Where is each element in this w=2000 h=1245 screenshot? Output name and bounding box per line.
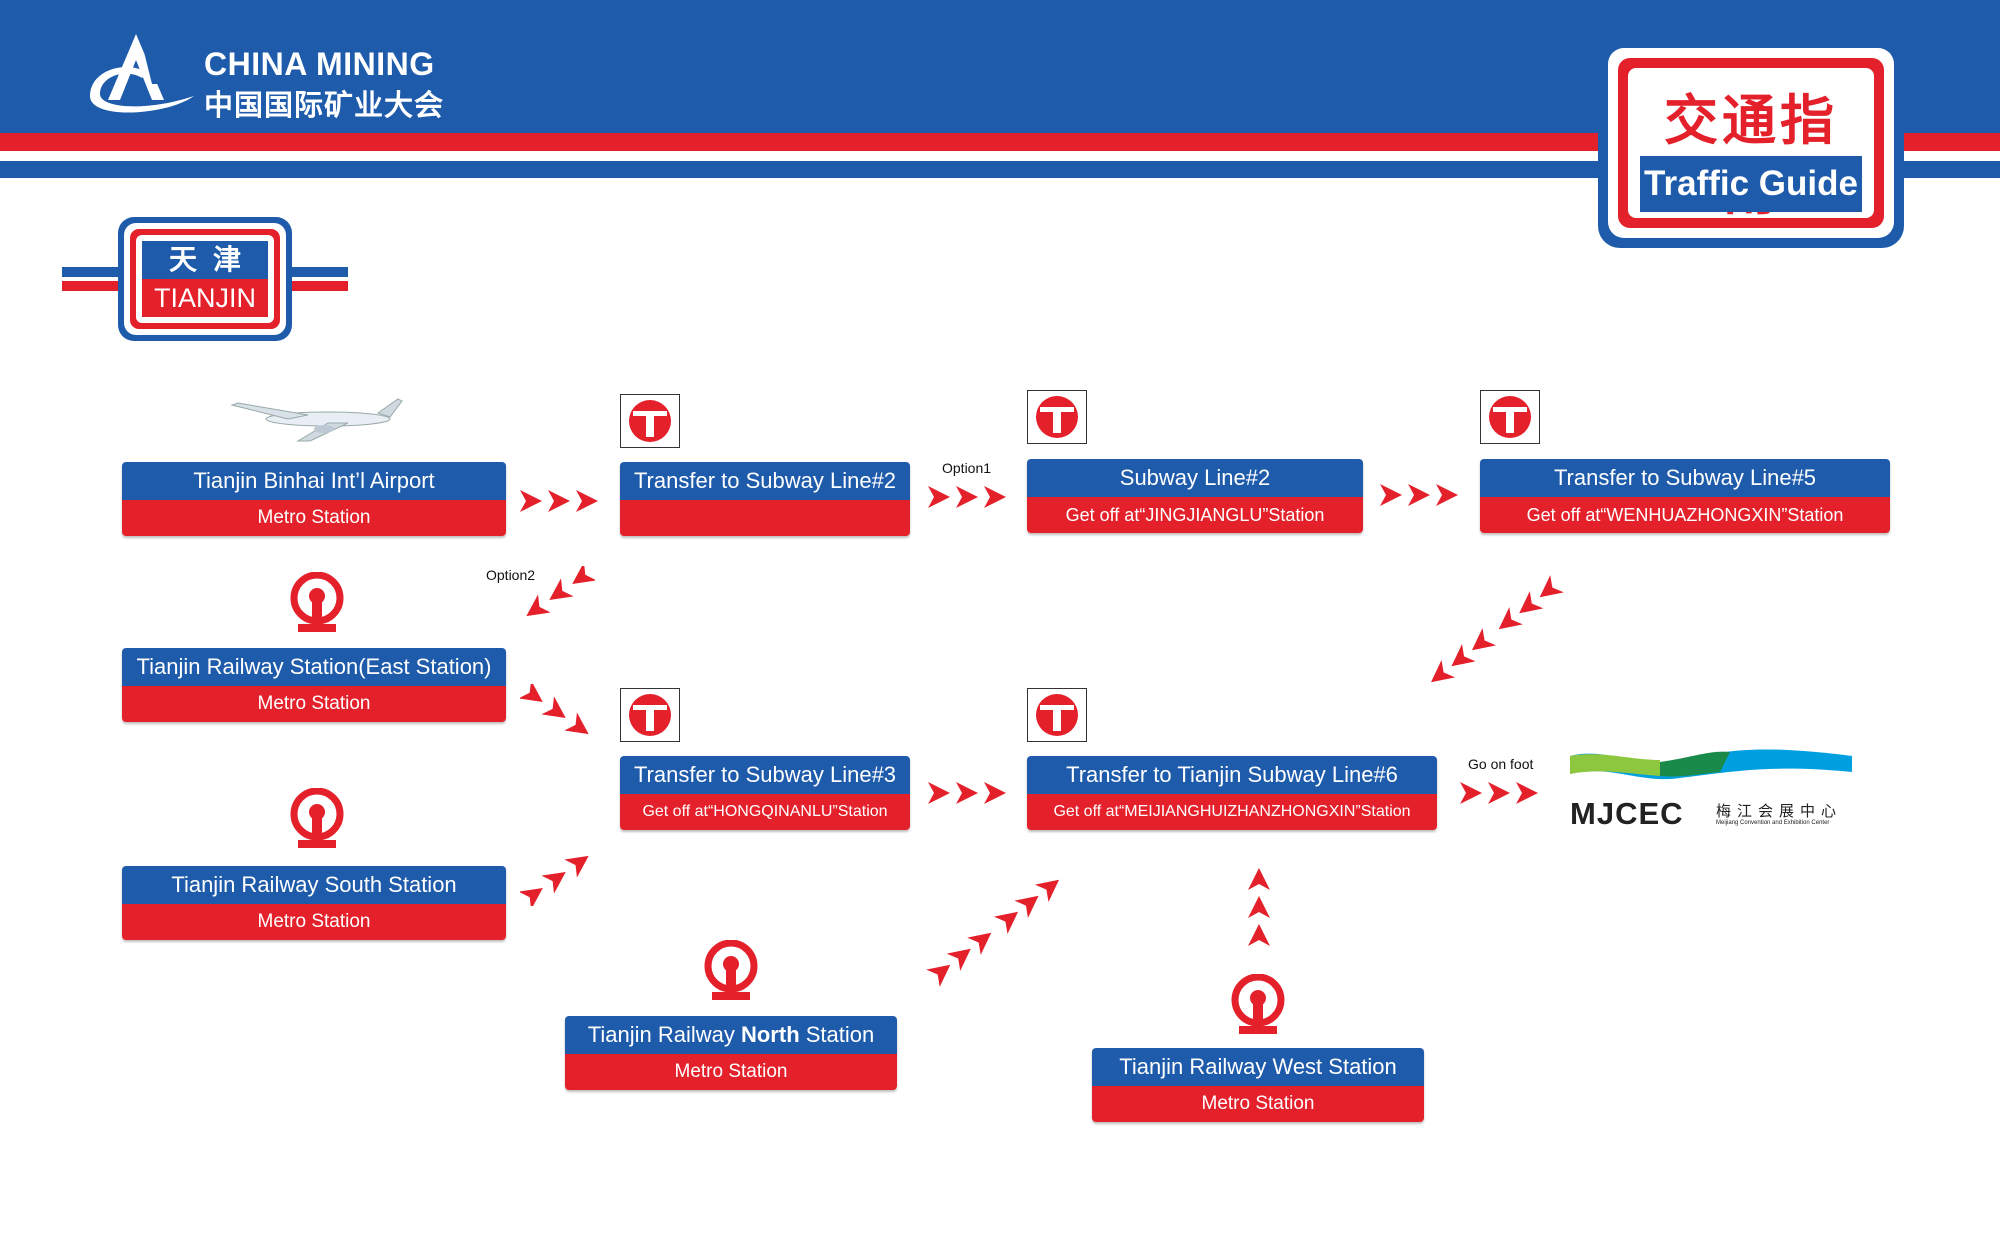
china-mining-logo: CHINA MINING 中国国际矿业大会 — [86, 30, 466, 120]
line2-ride-sub: Get off at“JINGJIANGLU”Station — [1027, 497, 1363, 533]
mjcec-wave-icon — [1570, 742, 1852, 790]
mjcec-name-en: Meijiang Convention and Exhibition Cente… — [1716, 820, 1829, 826]
line3-transfer-box: Transfer to Subway Line#3 Get off at“HON… — [620, 756, 910, 830]
brand-name-en: CHINA MINING — [204, 46, 435, 83]
metro-icon — [620, 394, 680, 448]
chevron-arrow-icon — [928, 482, 1014, 512]
metro-icon — [1027, 390, 1087, 444]
mountain-logo-icon — [86, 30, 201, 120]
west-station-title: Tianjin Railway West Station — [1092, 1048, 1424, 1086]
chevron-arrow-icon — [1244, 860, 1274, 946]
city-name-en: TIANJIN — [142, 279, 268, 317]
railway-icon — [288, 572, 346, 636]
railway-icon — [1229, 974, 1287, 1038]
airport-station-sub: Metro Station — [122, 500, 506, 536]
line6-transfer-title: Transfer to Tianjin Subway Line#6 — [1027, 756, 1437, 794]
west-station-box: Tianjin Railway West Station Metro Stati… — [1092, 1048, 1424, 1122]
chevron-arrow-icon — [1414, 574, 1574, 692]
line5-transfer-box: Transfer to Subway Line#5 Get off at“WEN… — [1480, 459, 1890, 533]
line3-transfer-title: Transfer to Subway Line#3 — [620, 756, 910, 794]
line6-transfer-sub: Get off at“MEIJIANGHUIZHANZHONGXIN”Stati… — [1027, 794, 1437, 830]
traffic-guide-title-en: Traffic Guide — [1640, 156, 1862, 212]
mjcec-letters: MJCEC — [1570, 796, 1684, 832]
line5-transfer-title: Transfer to Subway Line#5 — [1480, 459, 1890, 497]
line2-ride-title: Subway Line#2 — [1027, 459, 1363, 497]
north-station-sub: Metro Station — [565, 1054, 897, 1090]
railway-icon — [288, 788, 346, 852]
west-station-sub: Metro Station — [1092, 1086, 1424, 1122]
traffic-guide-title-cn: 交通指南 — [1640, 86, 1862, 156]
chevron-arrow-icon — [520, 846, 600, 906]
line2-transfer-sub — [620, 500, 910, 536]
airplane-icon — [228, 395, 408, 445]
mjcec-name-cn: 梅江会展中心 — [1716, 800, 1842, 821]
north-station-title: Tianjin Railway North Station — [565, 1016, 897, 1054]
chevron-arrow-icon — [1380, 480, 1466, 510]
metro-icon — [1027, 688, 1087, 742]
east-station-box: Tianjin Railway Station(East Station) Me… — [122, 648, 506, 722]
chevron-arrow-icon — [520, 684, 600, 744]
east-station-sub: Metro Station — [122, 686, 506, 722]
airport-station-box: Tianjin Binhai Int’l Airport Metro Stati… — [122, 462, 506, 536]
line2-transfer-title: Transfer to Subway Line#2 — [620, 462, 910, 500]
traffic-guide-badge: 交通指南 Traffic Guide — [1598, 38, 1904, 248]
east-station-title: Tianjin Railway Station(East Station) — [122, 648, 506, 686]
option1-label: Option1 — [942, 460, 991, 476]
north-station-box: Tianjin Railway North Station Metro Stat… — [565, 1016, 897, 1090]
chevron-arrow-icon — [928, 778, 1014, 808]
airport-station-title: Tianjin Binhai Int’l Airport — [122, 462, 506, 500]
chevron-arrow-icon — [914, 866, 1078, 992]
tianjin-badge: 天津 TIANJIN — [62, 217, 348, 341]
line5-transfer-sub: Get off at“WENHUAZHONGXIN”Station — [1480, 497, 1890, 533]
line2-transfer-box: Transfer to Subway Line#2 — [620, 462, 910, 536]
chevron-arrow-icon — [1460, 778, 1546, 808]
brand-name-cn: 中国国际矿业大会 — [204, 82, 444, 124]
mjcec-logo: MJCEC 梅江会展中心 Meijiang Convention and Exh… — [1570, 742, 1852, 832]
line3-transfer-sub: Get off at“HONGQINANLU”Station — [620, 794, 910, 830]
metro-icon — [620, 688, 680, 742]
metro-icon — [1480, 390, 1540, 444]
railway-icon — [702, 940, 760, 1004]
line2-ride-box: Subway Line#2 Get off at“JINGJIANGLU”Sta… — [1027, 459, 1363, 533]
line6-transfer-box: Transfer to Tianjin Subway Line#6 Get of… — [1027, 756, 1437, 830]
chevron-arrow-icon — [520, 486, 606, 516]
south-station-sub: Metro Station — [122, 904, 506, 940]
option2-label: Option2 — [486, 567, 535, 583]
south-station-box: Tianjin Railway South Station Metro Stat… — [122, 866, 506, 940]
city-name-cn: 天津 — [142, 241, 268, 279]
south-station-title: Tianjin Railway South Station — [122, 866, 506, 904]
go-on-foot-label: Go on foot — [1468, 756, 1533, 772]
